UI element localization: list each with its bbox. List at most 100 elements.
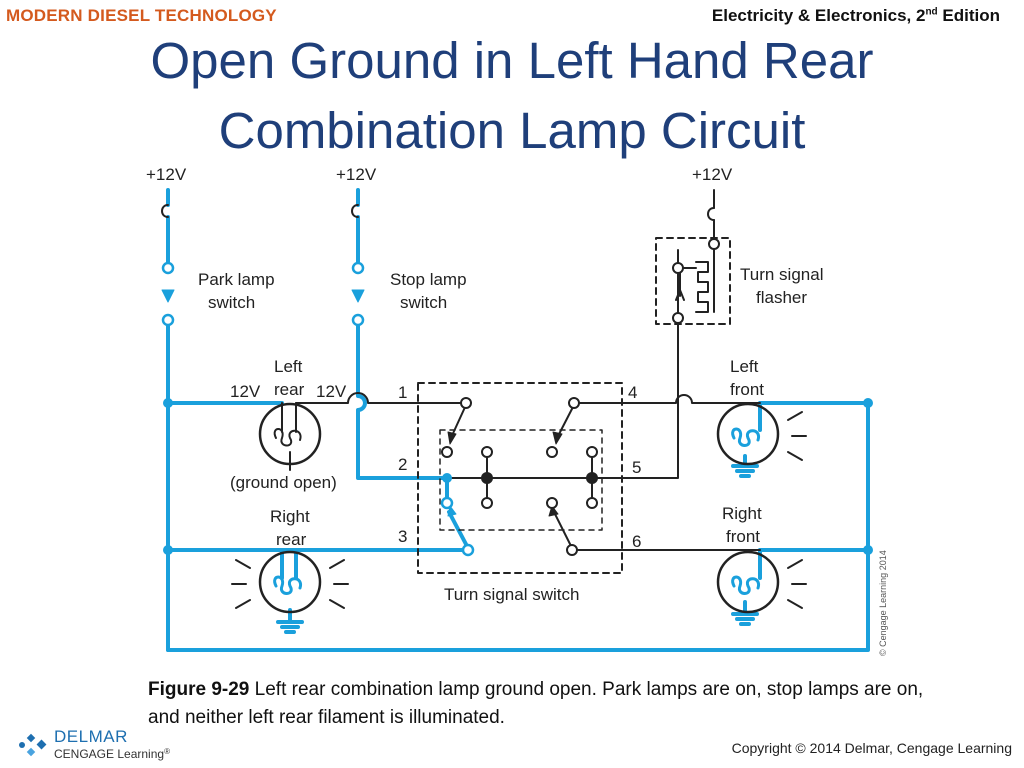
right-front-coil	[731, 575, 761, 595]
cengage-watermark: © Cengage Learning 2014	[878, 550, 888, 656]
switch-contact-c	[481, 497, 493, 509]
junction-left-front	[863, 398, 873, 408]
junction-left-rear-park	[163, 398, 173, 408]
switch-3-arrow	[447, 505, 457, 517]
flasher-terminal-left	[672, 262, 684, 274]
terminal-label-1: 1	[398, 383, 407, 402]
terminal-label-5: 5	[632, 458, 641, 477]
right-rear-label-2: rear	[276, 530, 307, 549]
junction-center-right	[586, 472, 598, 484]
delmar-cengage-logo: DELMAR CENGAGE Learning®	[14, 725, 184, 765]
switch-terminal-3-contact	[440, 496, 454, 510]
copyright-notice: Copyright © 2014 Delmar, Cengage Learnin…	[731, 740, 1012, 756]
right-front-rays	[787, 559, 807, 609]
switch-4-output-wire	[573, 394, 761, 404]
switch-1-arrow	[447, 431, 457, 445]
stop-lamp-switch-label-1: Stop lamp	[390, 270, 467, 289]
left-rear-filament-black	[281, 402, 297, 433]
terminal-label-4: 4	[628, 383, 637, 402]
park-lamp-switch-label-1: Park lamp	[198, 270, 275, 289]
switch-contact-f	[586, 446, 598, 458]
stop-switch-output-wire	[356, 318, 449, 480]
turn-signal-switch-label: Turn signal switch	[444, 585, 579, 604]
right-front-label-2: front	[726, 527, 760, 546]
flasher-label-1: Turn signal	[740, 265, 823, 284]
flasher-box	[655, 237, 731, 325]
terminal-label-6: 6	[632, 532, 641, 551]
supply-label-flasher: +12V	[692, 165, 733, 184]
junction-switch-2	[442, 473, 452, 483]
right-rear-coil	[273, 575, 303, 595]
switch-4-arrow	[552, 431, 563, 445]
park-switch-arrow	[161, 289, 175, 303]
switch-contact-b	[481, 446, 493, 458]
logo-name: DELMAR	[54, 727, 128, 746]
right-rear-ground	[276, 608, 304, 634]
left-rear-voltage-a: 12V	[230, 382, 261, 401]
left-front-coil	[731, 427, 761, 447]
right-front-lamp	[716, 550, 780, 614]
junction-center-left	[481, 472, 493, 484]
publisher-series-label: MODERN DIESEL TECHNOLOGY	[6, 6, 277, 25]
junction-right-front	[863, 545, 873, 555]
flasher-element	[695, 261, 709, 313]
terminal-label-2: 2	[398, 455, 407, 474]
left-rear-label-1: Left	[274, 357, 303, 376]
slide-title-line-1: Open Ground in Left Hand Rear	[150, 32, 874, 89]
stop-fuse	[351, 204, 359, 218]
park-lamp-switch-label-2: switch	[208, 293, 255, 312]
park-switch-terminal-bottom	[161, 313, 175, 327]
park-fuse	[161, 204, 169, 218]
right-front-label-1: Right	[722, 504, 762, 523]
book-title-label: Electricity & Electronics, 2nd Edition	[711, 6, 1000, 25]
figure-caption: Figure 9-29 Left rear combination lamp g…	[148, 676, 928, 732]
left-front-label-1: Left	[730, 357, 759, 376]
left-rear-label-2: rear	[274, 380, 305, 399]
switch-terminal-6	[566, 544, 578, 556]
switch-contact-g	[586, 497, 598, 509]
switch-contact-e	[546, 497, 558, 509]
flasher-terminal-top	[708, 238, 720, 250]
park-switch-terminal-top	[161, 261, 175, 275]
stop-switch-terminal-top	[351, 261, 365, 275]
figure-label: Figure 9-29	[148, 679, 250, 700]
slide-title-line-2: Combination Lamp Circuit	[218, 102, 806, 159]
flasher-contact	[675, 247, 715, 313]
left-front-ground	[731, 454, 759, 478]
left-rear-voltage-b: 12V	[316, 382, 347, 401]
right-rear-rays	[231, 559, 349, 609]
ground-open-label: (ground open)	[230, 473, 337, 492]
supply-label-park: +12V	[146, 165, 187, 184]
turn-signal-switch-inner-box	[439, 429, 603, 531]
stop-switch-terminal-bottom	[351, 313, 365, 327]
left-front-rays	[787, 411, 807, 461]
flasher-fuse	[707, 207, 715, 221]
left-front-label-2: front	[730, 380, 764, 399]
flasher-terminal-bottom	[672, 312, 684, 324]
switch-terminal-1	[460, 397, 472, 409]
right-rear-label-1: Right	[270, 507, 310, 526]
switch-terminal-3	[461, 543, 475, 557]
switch-terminal-4	[568, 397, 580, 409]
supply-label-stop: +12V	[336, 165, 377, 184]
left-rear-coil	[273, 428, 302, 447]
right-rear-lamp	[258, 550, 322, 614]
switch-contact-d	[546, 446, 558, 458]
center-bus-wire	[446, 249, 679, 504]
flasher-label-2: flasher	[756, 288, 807, 307]
figure-caption-text: Left rear combination lamp ground open. …	[148, 679, 924, 728]
left-rear-turn-wire	[295, 392, 463, 404]
terminal-label-3: 3	[398, 527, 407, 546]
logo-subtitle: CENGAGE Learning®	[54, 747, 170, 761]
stop-lamp-switch-label-2: switch	[400, 293, 447, 312]
turn-signal-switch-box	[417, 382, 623, 574]
delmar-logo-mark-icon	[19, 733, 47, 757]
right-front-ground	[731, 600, 759, 626]
bottom-return-wire	[166, 401, 870, 652]
switch-contact-a	[441, 446, 453, 458]
left-rear-lamp	[258, 402, 322, 466]
stop-switch-arrow	[351, 289, 365, 303]
left-front-lamp	[716, 402, 780, 466]
right-rear-filament	[280, 548, 298, 580]
